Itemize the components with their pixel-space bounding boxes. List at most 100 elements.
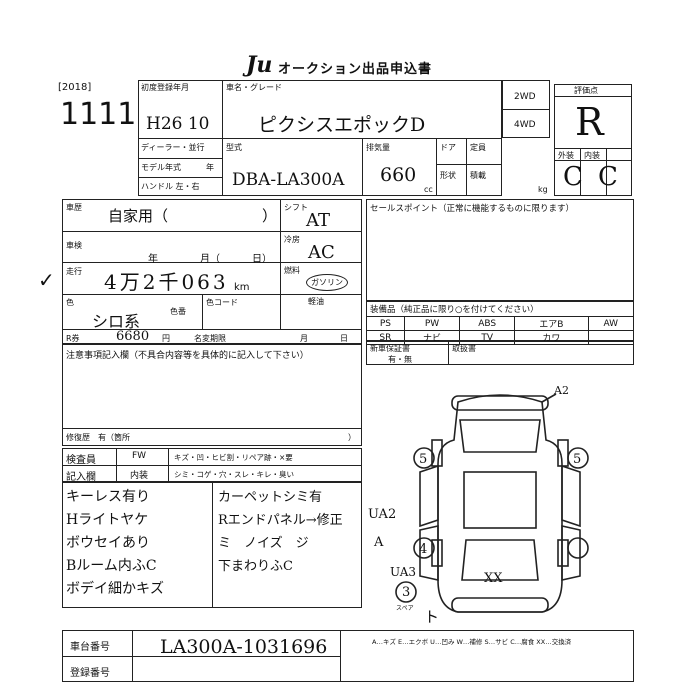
model-label: 型式	[226, 143, 242, 152]
equip-pw: PW	[403, 316, 461, 331]
right-rear-side	[561, 525, 581, 581]
name-grade-value: ピクシスエポックD	[258, 114, 426, 136]
inspector-label: 検査員	[66, 455, 96, 466]
dealer-label: ディーラー・並行	[141, 143, 205, 152]
inspection-label: 車検	[66, 241, 82, 250]
vehicle-details-box	[62, 199, 362, 344]
right-side-door	[561, 464, 581, 528]
equip-ps: PS	[366, 316, 405, 331]
shift-value: AT	[306, 210, 331, 231]
legend-bottom: A…キズ E…エクボ U…凹み W…補修 S…サビ C…腐食 XX…交換済	[372, 638, 572, 646]
score-int-label: 内装	[584, 151, 600, 160]
aircon-label: 冷房	[284, 235, 300, 244]
displacement-unit: cc	[424, 185, 433, 194]
hood	[459, 419, 541, 453]
equip-airbag: エアB	[514, 316, 589, 331]
warranty-value: 有・無	[388, 355, 412, 364]
score-value: R	[575, 100, 604, 144]
history-value: 自家用（	[108, 207, 169, 225]
history-close: ）	[262, 207, 278, 225]
rear-bumper	[451, 597, 549, 613]
mark-four: 4	[419, 542, 427, 557]
color-number-label: 色番	[170, 307, 186, 316]
right-note-1: Rエンドパネル→修正	[218, 513, 343, 528]
ju-logo: Ju	[246, 52, 273, 78]
spare-circle	[395, 581, 417, 603]
sales-point-box	[366, 199, 634, 301]
mark-ua2: UA2	[368, 507, 396, 522]
fuel-gasoline: ガソリン	[306, 274, 348, 291]
first-reg-value: H26 10	[146, 114, 210, 134]
mark-ua3: UA3	[390, 565, 416, 579]
model-year-unit: 年	[206, 163, 214, 172]
fuel-diesel: 軽油	[308, 297, 324, 306]
displacement-label: 排気量	[366, 143, 390, 152]
warranty-box	[366, 341, 634, 365]
warranty-label: 新車保証書	[370, 344, 410, 353]
recycle-unit: 円	[162, 334, 170, 343]
a2-arrow	[541, 393, 557, 403]
left-note-4: ボデイ細かキズ	[66, 581, 164, 597]
inspection-year: 年	[148, 254, 158, 265]
score-int-value: C	[598, 162, 618, 192]
mileage-checkmark: ✓	[38, 268, 55, 292]
handle-label: ハンドル 左・右	[141, 182, 200, 191]
name-change-label: 名変期限	[194, 334, 226, 343]
fw-label: FW	[132, 451, 147, 461]
color-label: 色	[66, 298, 74, 307]
score-ext-label: 外装	[558, 151, 574, 160]
mark-a2: A2	[553, 384, 569, 397]
recycle-label: R券	[66, 334, 80, 343]
shape-label: 形状	[440, 171, 456, 180]
drive-4wd: 4WD	[514, 120, 536, 130]
mark-spare: スペア	[396, 605, 414, 612]
aircon-value: AC	[308, 242, 335, 263]
name-change-day: 日	[340, 334, 348, 343]
right-note-2: ミ ノイズ ジ	[218, 536, 309, 551]
right-note-0: カーペットシミ有	[218, 490, 323, 505]
sales-point-label: セールスポイント（正常に機能するものに限ります）	[370, 204, 575, 214]
right-front-circle	[567, 447, 589, 469]
left-side-door	[419, 464, 439, 528]
color-value: シロ系	[92, 312, 141, 331]
repair-close: ）	[348, 433, 356, 442]
left-rear-side	[419, 525, 439, 581]
mark-t: ト	[424, 608, 439, 626]
mark-three: 3	[402, 585, 410, 600]
mark-five-left: 5	[419, 452, 427, 467]
fill-label: 記入欄	[66, 472, 96, 483]
left-rear-circle	[413, 537, 435, 559]
score-ext-value: C	[563, 162, 583, 192]
mileage-value: 4万2千063	[104, 270, 229, 294]
damage-legend-2: シミ・コゲ・穴・スレ・キレ・臭い	[174, 470, 294, 479]
chassis-label: 車台番号	[70, 642, 110, 653]
capacity-label: 定員	[470, 143, 486, 152]
history-label: 車歴	[66, 203, 82, 212]
mark-five-right: 5	[573, 452, 581, 467]
reg-label: 登録番号	[70, 668, 110, 679]
form-title: オークション出品申込書	[278, 62, 433, 77]
repair-label: 修復歴 有（箇所	[66, 433, 130, 442]
color-code-label: 色コード	[206, 298, 238, 307]
name-grade-label: 車名・グレード	[226, 83, 282, 92]
mileage-label: 走行	[66, 267, 82, 276]
damage-legend-1: キズ・凹・ヒビ割・リペア跡・×要	[174, 453, 293, 462]
left-note-1: Hライトヤケ	[66, 512, 149, 528]
equipment-label: 装備品（純正品に限り○を付けてください）	[370, 305, 539, 315]
score-box	[554, 84, 632, 196]
fuel-label: 燃料	[284, 266, 300, 275]
model-value: DBA-LA300A	[232, 170, 345, 190]
notes-box	[62, 344, 362, 446]
car-body-outline	[437, 394, 563, 613]
inspection-month: 月（	[200, 254, 220, 265]
shift-label: シフト	[284, 203, 308, 212]
load-unit: kg	[538, 185, 548, 194]
manual-label: 取扱書	[452, 344, 476, 353]
right-rear-circle	[567, 537, 589, 559]
name-change-month: 月	[300, 334, 308, 343]
door-label: ドア	[440, 143, 456, 152]
notes-label: 注意事項記入欄（不具合内容等を具体的に記入して下さい）	[66, 351, 309, 361]
inspection-day: 日）	[252, 254, 272, 265]
mark-xx: XX	[484, 571, 503, 586]
interior-label: 内装	[130, 471, 149, 481]
